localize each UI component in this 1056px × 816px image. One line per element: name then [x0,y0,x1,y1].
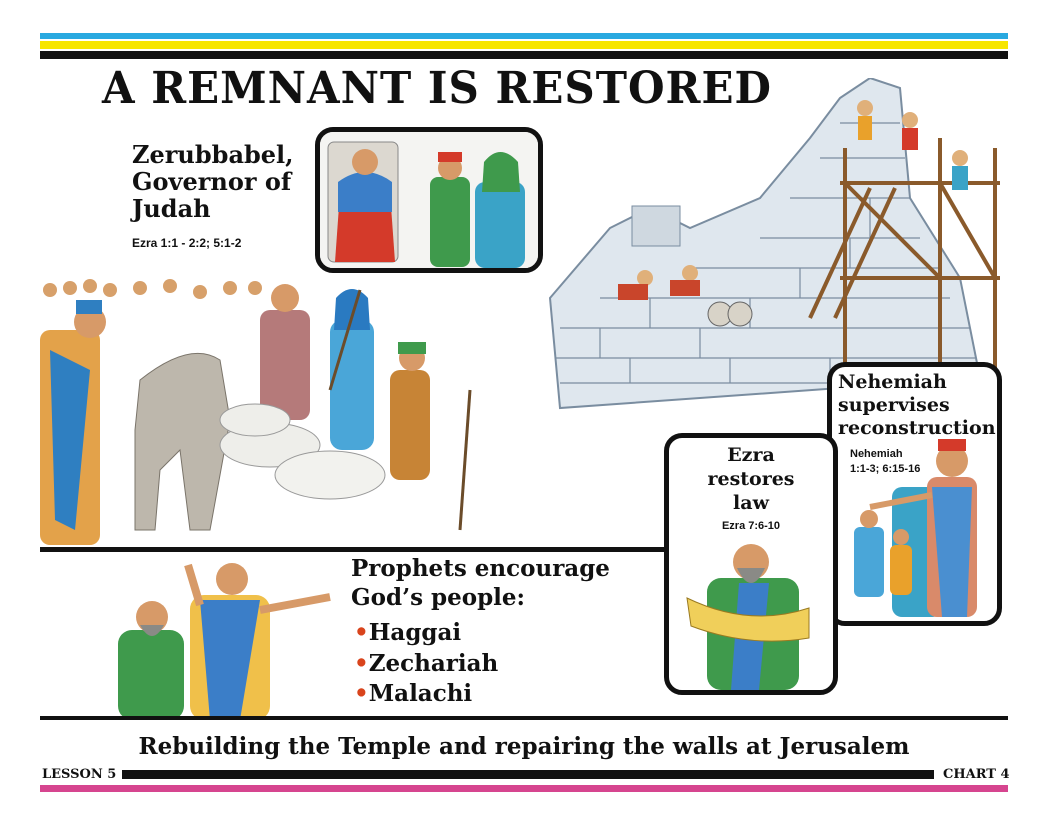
ezra-label-line1: Ezra [727,444,775,466]
ezra-reference: Ezra 7:6-10 [721,520,781,532]
prophets-illustration [118,563,331,720]
nehemiah-panel: Nehemiah supervises reconstruction Nehem… [827,362,1002,626]
ezra-label-line3: law [733,491,769,514]
procession-illustration [40,279,472,545]
prophet-name: Malachi [368,680,473,708]
zerubbabel-throne-illustration [320,132,538,268]
prophet-item: •Haggai [354,618,498,649]
bullet-icon: • [354,619,369,646]
ezra-panel: Ezra restores law Ezra 7:6-10 [664,433,838,695]
nehemiah-reference-line1: Nehemiah [850,448,903,460]
zerubbabel-label-line1: Zerubbabel, [132,140,294,169]
zerubbabel-label-line3: Judah [132,193,211,223]
subtitle-rule [40,716,1008,720]
top-band-cyan [40,33,1008,39]
nehemiah-reference: Nehemiah 1:1-3; 6:15-16 [850,447,920,477]
chart-label: CHART 4 [943,767,1010,782]
footer-bar [122,770,934,779]
prophets-heading-line1: Prophets encourage [351,555,610,582]
bullet-icon: • [354,649,369,677]
zerubbabel-label-line2: Governor of [132,166,292,196]
subtitle: Rebuilding the Temple and repairing the … [138,733,910,760]
top-band-black [40,51,1008,59]
prophets-heading-line2: God’s people: [351,584,526,612]
prophet-item: •Zechariah [354,649,498,680]
prophet-name: Zechariah [368,649,499,677]
top-band-yellow [40,41,1008,49]
prophets-list: •Haggai •Zechariah •Malachi [354,618,498,710]
section-divider [40,547,664,552]
bottom-band-magenta [40,785,1008,792]
ezra-label-line2: restores [707,467,795,490]
nehemiah-label-line2: supervises [838,393,950,416]
prophet-name: Haggai [368,619,462,646]
page-title: A REMNANT IS RESTORED [102,62,772,114]
nehemiah-reference-line2: 1:1-3; 6:15-16 [850,462,921,475]
nehemiah-illustration [854,439,977,617]
prophets-heading: Prophets encourage God’s people: [351,554,610,613]
ezra-label: Ezra restores law [669,444,833,515]
zerubbabel-label: Zerubbabel, Governor of Judah [132,140,294,223]
zerubbabel-panel [315,127,543,273]
bullet-icon: • [354,680,369,708]
lesson-label: LESSON 5 [42,767,117,782]
ezra-illustration [686,544,810,690]
zerubbabel-reference: Ezra 1:1 - 2:2; 5:1-2 [132,236,242,250]
nehemiah-label: Nehemiah supervises reconstruction [838,371,996,439]
nehemiah-label-line3: reconstruction [838,416,996,439]
nehemiah-label-line1: Nehemiah [838,371,947,393]
prophet-item: •Malachi [354,679,498,710]
